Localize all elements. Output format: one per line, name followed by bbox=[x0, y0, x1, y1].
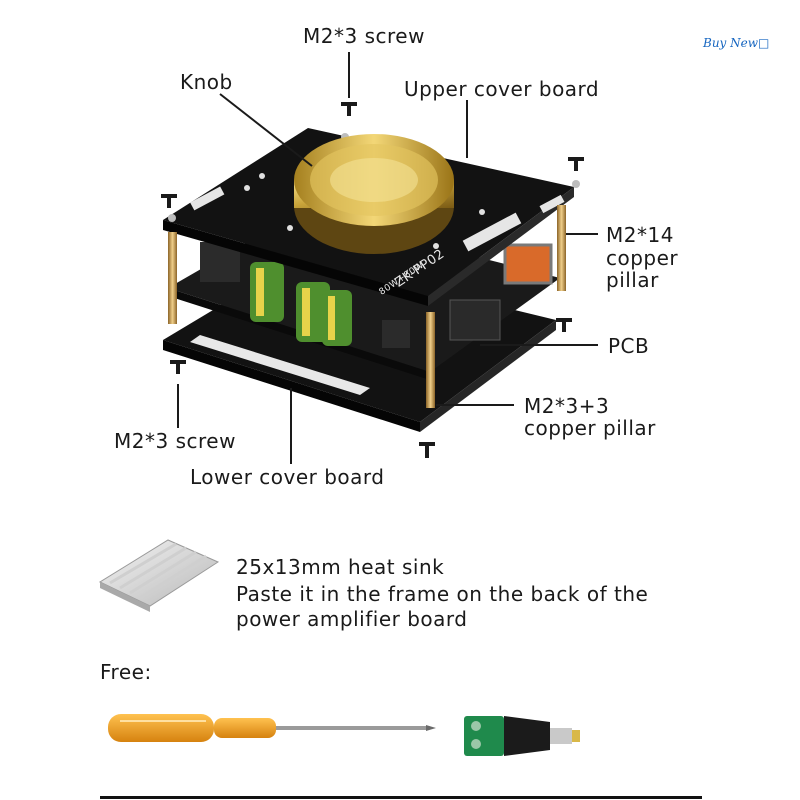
screw-icon bbox=[556, 318, 572, 332]
screw-icon bbox=[419, 442, 435, 458]
pillar14-label-1: M2*14 bbox=[606, 223, 674, 247]
bottom-divider bbox=[100, 796, 702, 799]
lower-cover-label: Lower cover board bbox=[190, 465, 385, 489]
bluetooth-module bbox=[449, 299, 501, 341]
pillar14-label-2: copper bbox=[606, 246, 679, 270]
capacitor bbox=[296, 282, 330, 342]
dc-connector bbox=[464, 716, 580, 756]
heat-sink bbox=[98, 539, 220, 612]
screw-icon bbox=[161, 194, 177, 208]
audio-jack bbox=[382, 320, 410, 348]
leader-lines bbox=[177, 52, 598, 464]
knob bbox=[294, 134, 454, 254]
heatsink-note-1: Paste it in the frame on the back of the bbox=[236, 582, 649, 606]
screw-icon bbox=[170, 360, 186, 374]
buy-now-watermark: Buy New□ bbox=[703, 36, 770, 50]
upper-cover-label: Upper cover board bbox=[404, 77, 600, 101]
capacitor bbox=[322, 290, 352, 346]
screw-icon bbox=[341, 102, 357, 116]
copper-pillar bbox=[168, 205, 566, 408]
pillar33-label-2: copper pillar bbox=[524, 416, 656, 440]
heatsink-note-2: power amplifier board bbox=[236, 607, 468, 631]
capacitor bbox=[250, 262, 284, 322]
pillar14-label-3: pillar bbox=[606, 268, 659, 292]
screw-icon bbox=[568, 157, 584, 171]
bottom-screw-label: M2*3 screw bbox=[114, 429, 236, 453]
free-label: Free: bbox=[100, 660, 152, 684]
usb-port bbox=[503, 243, 553, 285]
top-screw-label: M2*3 screw bbox=[303, 24, 425, 48]
heatsink-title: 25x13mm heat sink bbox=[236, 555, 445, 579]
screwdriver bbox=[108, 714, 436, 742]
knob-label: Knob bbox=[180, 70, 233, 94]
pcb-label: PCB bbox=[608, 334, 650, 358]
pillar33-label-1: M2*3+3 bbox=[524, 394, 610, 418]
